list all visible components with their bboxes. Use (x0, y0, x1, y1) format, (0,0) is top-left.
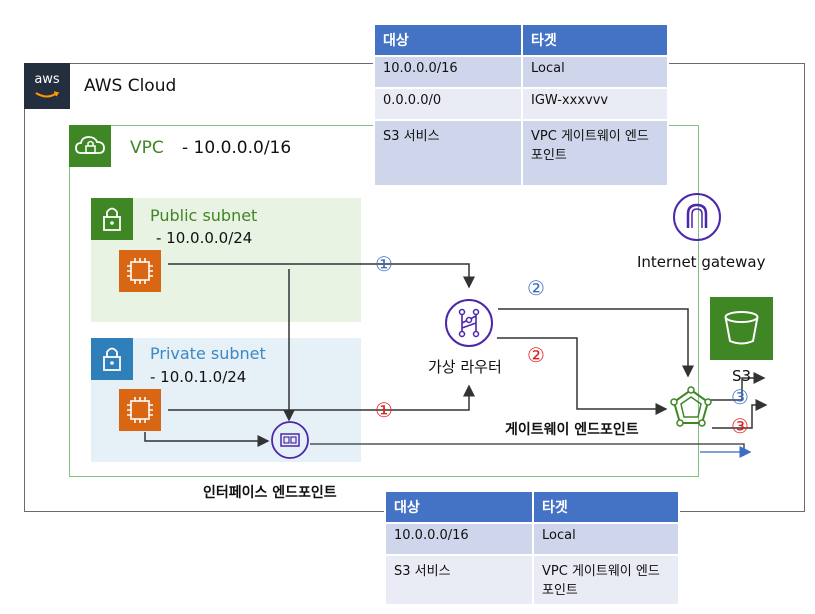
table-cell: VPC 게이트웨이 엔드포인트 (521, 119, 669, 187)
table-cell: S3 서비스 (373, 119, 523, 187)
gateway-to-s3-arrow-2 (712, 399, 768, 429)
s3-bucket-icon (710, 297, 773, 360)
table-cell: 0.0.0.0/0 (373, 87, 523, 121)
public-route-table: 대상 타겟 10.0.0.0/16 Local 0.0.0.0/0 IGW-xx… (373, 23, 669, 187)
table-header-destination: 대상 (373, 23, 523, 57)
table-cell: 10.0.0.0/16 (384, 522, 534, 556)
interface-endpoint-label: 인터페이스 엔드포인트 (203, 485, 337, 501)
aws-cloud-title: AWS Cloud (84, 76, 177, 96)
s3-label: S3 (732, 367, 752, 385)
public-to-router-arrow (168, 263, 475, 289)
interface-endpoint-icon (270, 420, 310, 464)
public-ec2-chip-icon (119, 250, 161, 292)
private-subnet-lock-icon (91, 338, 133, 380)
interface-to-outside-arrow (310, 443, 745, 452)
table-row: 10.0.0.0/16 Local (384, 522, 680, 556)
table-row: 10.0.0.0/16 Local (373, 55, 669, 89)
marker-3-red: ③ (731, 414, 749, 438)
table-cell: Local (532, 522, 680, 556)
table-cell: 10.0.0.0/16 (373, 55, 523, 89)
table-header-target: 타겟 (532, 490, 680, 524)
router-to-gateway-path-2 (498, 308, 694, 378)
internet-gateway-icon (672, 192, 722, 246)
vpc-cidr: - 10.0.0.0/16 (182, 138, 292, 158)
marker-3-blue: ③ (731, 385, 749, 409)
aws-logo: aws (24, 63, 70, 109)
gateway-endpoint-icon (668, 385, 714, 435)
gateway-endpoint-label: 게이트웨이 엔드포인트 (505, 422, 639, 438)
table-cell: Local (521, 55, 669, 89)
public-subnet-title: Public subnet (150, 206, 258, 225)
table-header-destination: 대상 (384, 490, 534, 524)
public-subnet-cidr: - 10.0.0.0/24 (156, 229, 253, 247)
table-header-row: 대상 타겟 (384, 490, 680, 524)
private-to-router-arrow (168, 384, 475, 411)
table-header-target: 타겟 (521, 23, 669, 57)
table-cell: IGW-xxxvvv (521, 87, 669, 121)
router-label: 가상 라우터 (428, 358, 502, 376)
router-to-gateway-path-1 (497, 337, 668, 415)
aws-logo-text: aws (34, 72, 60, 87)
private-subnet-title: Private subnet (150, 344, 266, 363)
vpc-label: VPC (130, 138, 164, 158)
table-cell: VPC 게이트웨이 엔드포인트 (532, 554, 680, 606)
table-header-row: 대상 타겟 (373, 23, 669, 57)
public-subnet-lock-icon (91, 198, 133, 240)
internet-gateway-label: Internet gateway (637, 253, 766, 271)
marker-2-red: ② (527, 343, 545, 367)
table-cell: S3 서비스 (384, 554, 534, 606)
private-subnet-cidr: - 10.0.1.0/24 (150, 368, 247, 386)
router-icon (444, 298, 494, 352)
marker-1-red: ① (375, 398, 393, 422)
private-route-table: 대상 타겟 10.0.0.0/16 Local S3 서비스 VPC 게이트웨이… (384, 490, 680, 606)
table-row: S3 서비스 VPC 게이트웨이 엔드포인트 (384, 554, 680, 606)
gateway-to-s3-arrow-1 (707, 372, 766, 401)
aws-smile-icon (35, 91, 60, 98)
marker-2-blue: ② (527, 276, 545, 300)
marker-1-blue: ① (375, 252, 393, 276)
vpc-cloud-lock-icon (69, 125, 111, 167)
table-row: 0.0.0.0/0 IGW-xxxvvv (373, 87, 669, 121)
table-row: S3 서비스 VPC 게이트웨이 엔드포인트 (373, 119, 669, 187)
private-to-interface-arrow (144, 432, 270, 447)
private-ec2-chip-icon (119, 389, 161, 431)
